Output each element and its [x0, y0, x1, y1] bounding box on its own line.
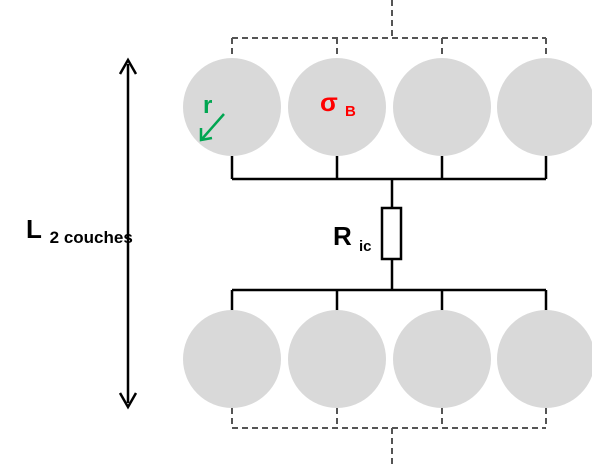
conductivity-label: σ B [320, 87, 356, 120]
resistance-label: R ic [333, 221, 372, 255]
bottom-solid-network [230, 259, 548, 312]
thickness-label-subscript: 2 couches [50, 228, 133, 247]
conductivity-label-subscript: B [345, 103, 356, 120]
top-particle-4 [497, 58, 592, 156]
thickness-arrow-head-up [118, 57, 138, 75]
thickness-double-arrow [118, 57, 138, 410]
bottom-dashed-network [231, 408, 547, 464]
radius-arrow [199, 113, 225, 142]
top-solid-network [230, 156, 548, 208]
thickness-arrow-head-down [118, 392, 138, 410]
bottom-particle-2 [288, 310, 386, 408]
bottom-layer [183, 310, 592, 408]
resistance-label-main: R [333, 221, 352, 251]
bottom-particle-3 [393, 310, 491, 408]
resistance-label-subscript: ic [359, 238, 372, 255]
bottom-particle-4 [497, 310, 592, 408]
radius-arrow-head [199, 128, 213, 142]
conductivity-label-main: σ [320, 87, 338, 117]
radius-label: r [203, 92, 212, 119]
top-particle-3 [393, 58, 491, 156]
interlayer-resistor [380, 206, 403, 261]
thickness-label-main: L [26, 214, 42, 244]
top-dashed-network [231, 0, 547, 58]
thickness-label: L 2 couches [26, 214, 133, 247]
top-particle-1 [183, 58, 281, 156]
bottom-particle-1 [183, 310, 281, 408]
top-particle-2 [288, 58, 386, 156]
top-layer [183, 58, 592, 156]
radius-arrow-shaft [201, 113, 225, 140]
